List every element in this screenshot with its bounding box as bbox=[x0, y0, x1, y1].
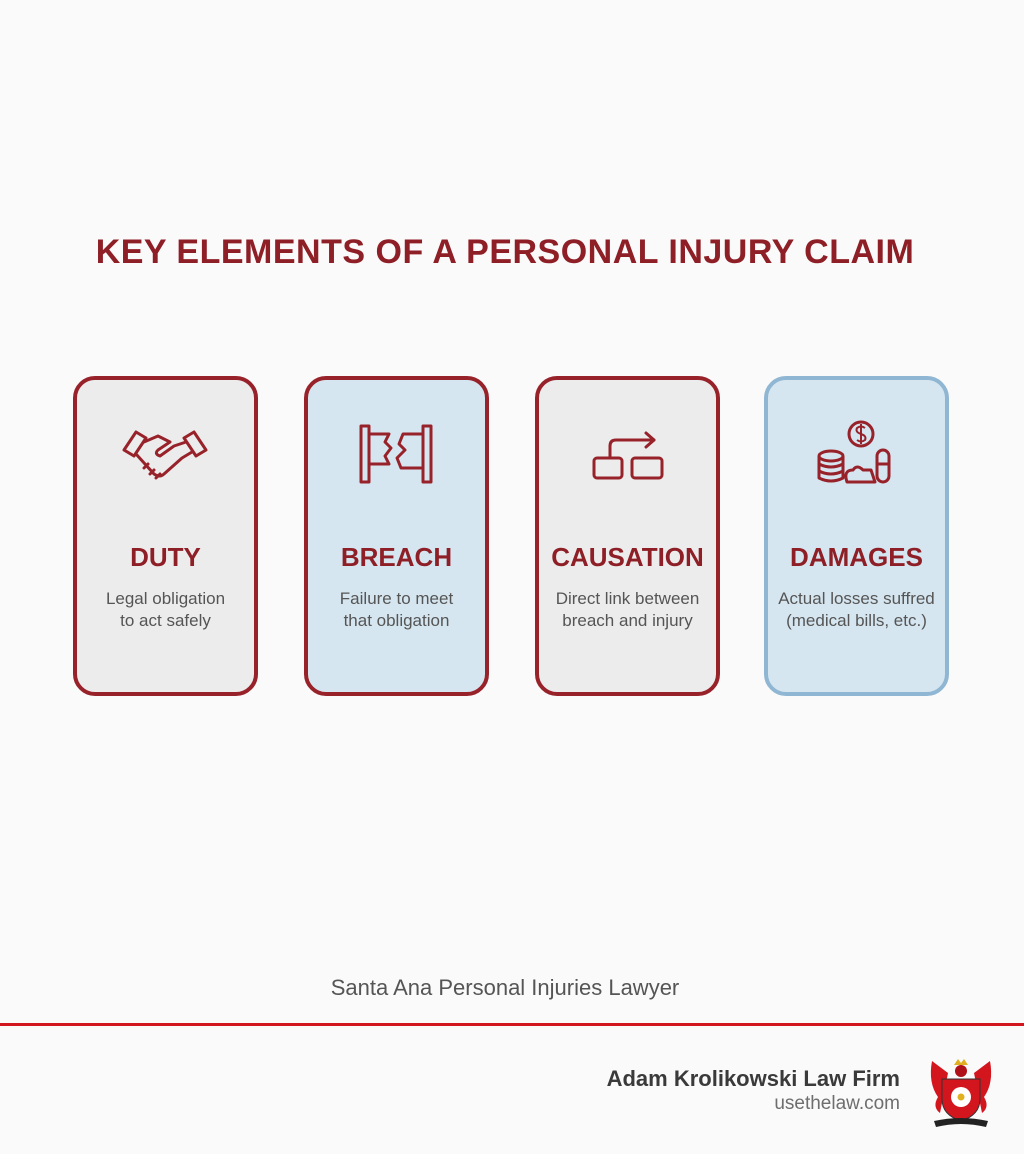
card-breach: BREACH Failure to meet that obligation bbox=[304, 376, 489, 696]
card-description-line: Legal obligation bbox=[105, 589, 226, 608]
card-duty: DUTY Legal obligation to act safely bbox=[73, 376, 258, 696]
card-title: DAMAGES bbox=[790, 542, 923, 572]
card-description-line: to act safely bbox=[120, 611, 211, 630]
firm-website[interactable]: usethelaw.com bbox=[774, 1093, 900, 1114]
page-title: KEY ELEMENTS OF A PERSONAL INJURY CLAIM bbox=[95, 233, 915, 271]
card-title: BREACH bbox=[340, 542, 453, 572]
card-description-line: Direct link between bbox=[555, 589, 700, 608]
firm-info: Adam Krolikowski Law Firm usethelaw.com bbox=[607, 1066, 900, 1115]
tagline: Santa Ana Personal Injuries Lawyer bbox=[330, 975, 680, 1000]
card-causation: CAUSATION Direct link between breach and … bbox=[535, 376, 720, 696]
card-damages: DAMAGES Actual losses suffred (medical bi… bbox=[764, 376, 949, 696]
firm-name: Adam Krolikowski Law Firm bbox=[606, 1066, 900, 1091]
card-description-line: that obligation bbox=[343, 611, 450, 630]
divider bbox=[0, 1023, 1024, 1026]
handshake-icon bbox=[122, 430, 208, 480]
card-description-line: breach and injury bbox=[562, 611, 693, 630]
card-description: Direct link between breach and injury bbox=[539, 588, 716, 632]
broken-barrier-icon bbox=[359, 424, 433, 484]
firm-logo-crest bbox=[930, 1059, 992, 1127]
card-description: Failure to meet that obligation bbox=[308, 588, 485, 632]
card-description-line: Actual losses suffred bbox=[778, 589, 935, 608]
money-medical-icon bbox=[817, 420, 891, 484]
card-title: CAUSATION bbox=[551, 542, 704, 572]
card-description-line: Failure to meet bbox=[339, 589, 454, 608]
card-description: Actual losses suffred (medical bills, etc… bbox=[768, 588, 945, 632]
card-description-line: (medical bills, etc.) bbox=[786, 611, 927, 630]
flow-arrow-icon bbox=[592, 431, 664, 480]
card-description: Legal obligation to act safely bbox=[77, 588, 254, 632]
card-title: DUTY bbox=[130, 542, 201, 572]
